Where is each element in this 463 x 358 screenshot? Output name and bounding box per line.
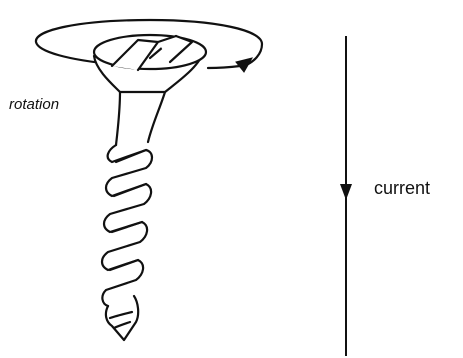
current-label: current	[374, 178, 430, 199]
screw-shank	[102, 92, 165, 340]
screw-head	[94, 35, 206, 92]
rotation-label: rotation	[9, 96, 59, 113]
current-arrow-icon	[340, 36, 352, 356]
rotation-arrowhead-icon	[236, 58, 252, 72]
